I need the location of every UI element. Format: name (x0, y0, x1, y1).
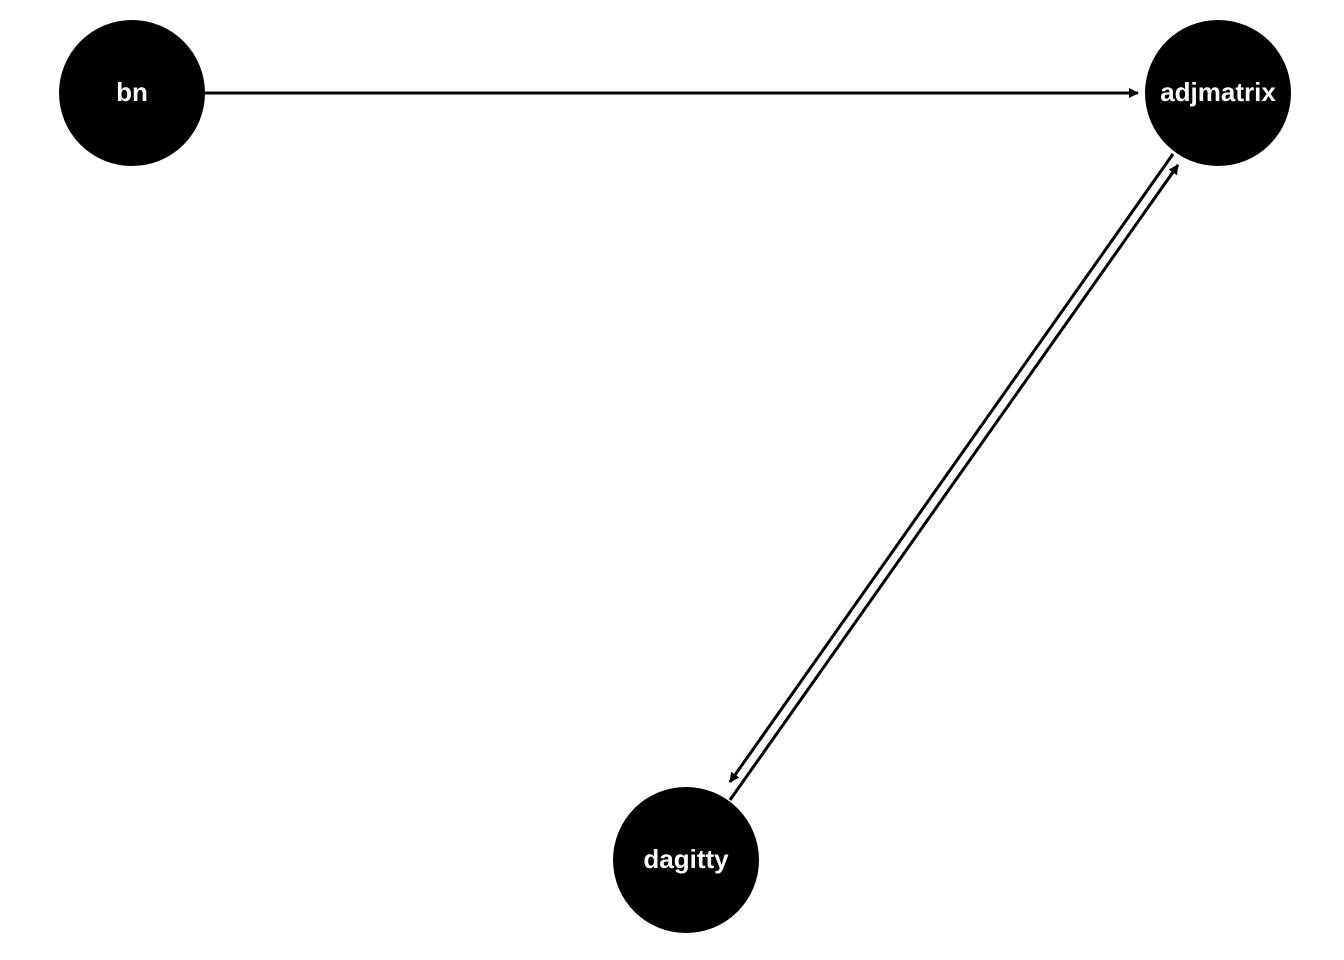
node-bn-label: bn (116, 77, 148, 107)
node-adjmatrix-label: adjmatrix (1160, 77, 1276, 107)
edge-adjmatrix-to-dagitty (728, 153, 1175, 783)
node-dagitty: dagitty (613, 787, 759, 933)
node-bn: bn (59, 20, 205, 166)
node-bn-circle (59, 20, 205, 166)
node-dagitty-circle (613, 787, 759, 933)
edge-dagitty-to-adjmatrix (728, 164, 1180, 801)
node-dagitty-label: dagitty (643, 844, 729, 874)
node-adjmatrix: adjmatrix (1145, 20, 1291, 166)
node-adjmatrix-circle (1145, 20, 1291, 166)
edges (204, 88, 1180, 801)
